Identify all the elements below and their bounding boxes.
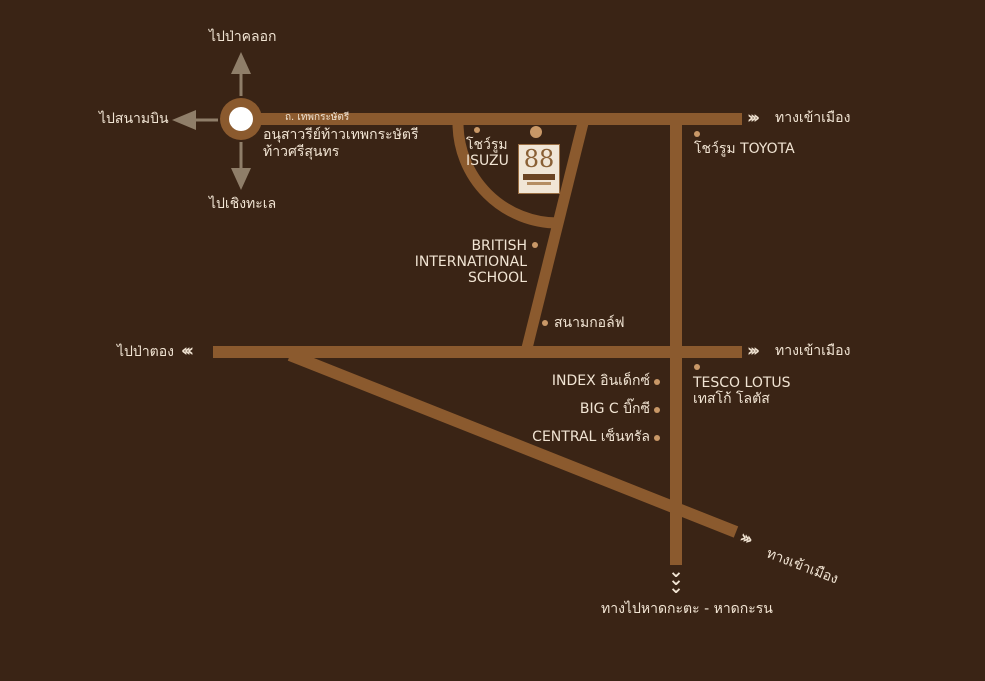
label-monument-line1: อนุสาวรีย์ท้าวเทพกระษัตรี	[263, 127, 419, 143]
marker-index	[654, 379, 660, 385]
marker-tesco	[694, 364, 700, 370]
chevron-down-icon: ⌄⌄⌄	[668, 561, 684, 598]
label-tesco-line1: TESCO LOTUS	[693, 375, 791, 391]
label-tesco-line2: เทสโก้ โลตัส	[693, 391, 770, 407]
label-central: CENTRAL เซ็นทรัล	[532, 429, 650, 445]
label-monument-line2: ท้าวศรีสุนทร	[263, 144, 340, 160]
direction-arrows	[172, 52, 251, 190]
label-british-line1: BRITISH	[471, 238, 527, 254]
label-toyota: โชว์รูม TOYOTA	[694, 141, 795, 157]
label-top-road-east: ทางเข้าเมือง	[775, 110, 851, 126]
project-logo-subbar	[527, 182, 551, 185]
project-logo-number: 88	[523, 145, 555, 173]
chevron-right-icon: ›››	[747, 341, 760, 361]
label-south-road: ทางไปหาดกะตะ - หาดกะรน	[601, 601, 773, 617]
label-middle-road-east: ทางเข้าเมือง	[775, 343, 851, 359]
marker-project	[530, 126, 542, 138]
chevron-left-icon: ‹‹‹	[181, 341, 194, 361]
road-loop	[452, 122, 559, 229]
label-to-choeng-thale: ไปเชิงทะเล	[209, 196, 277, 212]
project-logo: 88	[518, 144, 560, 194]
marker-golf	[542, 320, 548, 326]
label-british-line2: INTERNATIONAL	[414, 254, 527, 270]
roundabout-center	[229, 107, 253, 131]
label-index: INDEX อินเด็กซ์	[551, 373, 650, 389]
marker-central	[654, 435, 660, 441]
label-top-road-name: ถ. เทพกระษัตรี	[285, 112, 350, 123]
road-diagonal	[287, 349, 739, 538]
marker-british-school	[532, 242, 538, 248]
chevron-right-icon: ›››	[747, 108, 760, 128]
label-golf: สนามกอล์ฟ	[554, 315, 625, 331]
label-to-airport: ไปสนามบิน	[99, 111, 169, 127]
label-isuzu-line2: ISUZU	[466, 153, 509, 169]
marker-bigc	[654, 407, 660, 413]
label-to-pa-khlok: ไปป่าคลอก	[209, 29, 277, 45]
label-middle-road-west: ไปป่าตอง	[117, 344, 175, 360]
label-british-line3: SCHOOL	[467, 270, 527, 286]
roads	[213, 113, 742, 565]
marker-isuzu	[474, 127, 480, 133]
label-bigc: BIG C บิ๊กซี	[579, 401, 650, 417]
marker-toyota	[694, 131, 700, 137]
project-logo-bar	[523, 174, 555, 180]
road-school	[521, 121, 589, 350]
label-isuzu-line1: โชว์รูม	[466, 137, 508, 153]
